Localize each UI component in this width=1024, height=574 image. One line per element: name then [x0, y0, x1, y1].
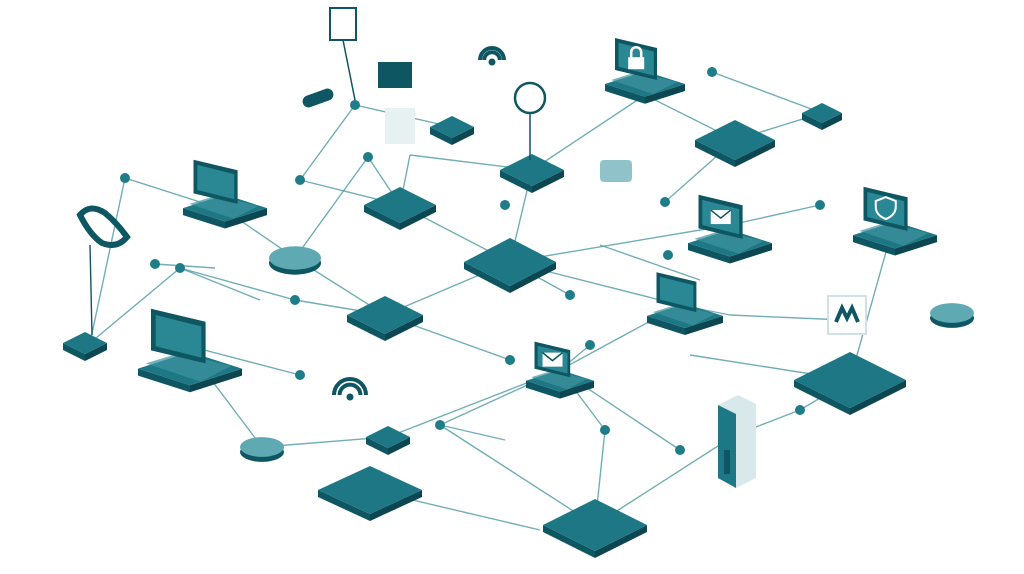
wifi-icon [332, 377, 368, 401]
node-dot [435, 420, 445, 430]
small-node [430, 116, 474, 145]
link-line [154, 263, 216, 269]
link-line [179, 267, 296, 301]
node-dot [500, 200, 510, 210]
router-search [500, 154, 564, 193]
small-node [802, 103, 842, 130]
link-line [89, 267, 181, 344]
node-dot [585, 340, 595, 350]
keyboard-icon [859, 222, 929, 246]
keyboard-icon [531, 370, 588, 390]
node-dot [795, 405, 805, 415]
network-devices [63, 7, 974, 558]
keyboard-icon [189, 195, 259, 219]
node-dot [660, 197, 670, 207]
node-dot [663, 250, 673, 260]
usb-stick-icon [302, 88, 334, 108]
blur-device [600, 160, 632, 182]
screen [659, 276, 694, 308]
link-line [179, 267, 261, 301]
lock-icon [628, 57, 645, 70]
link-line [599, 244, 701, 281]
pin-icon [513, 81, 547, 160]
keyboard-icon [652, 304, 716, 326]
small-node [366, 426, 410, 455]
link-line [299, 104, 356, 181]
link-line [89, 177, 126, 344]
laptop-mail [688, 194, 772, 264]
laptop-mail-center [526, 341, 594, 399]
link-line [711, 71, 823, 114]
keyboard-icon [611, 72, 677, 94]
node-dot [295, 370, 305, 380]
node-dot [505, 355, 515, 365]
switch [695, 120, 775, 167]
link-line [531, 94, 646, 171]
node-dot [175, 263, 185, 273]
server-tower-icon [718, 395, 756, 488]
node-dot [600, 425, 610, 435]
node-dot [350, 100, 360, 110]
node-dot [565, 290, 575, 300]
link-line [294, 156, 369, 259]
link-line [439, 424, 596, 526]
people-icon [76, 205, 131, 336]
link-line [729, 314, 846, 321]
laptop [183, 159, 267, 229]
node-dot [363, 152, 373, 162]
link-line [729, 204, 821, 226]
keyboard-device [318, 466, 422, 521]
node-dot [815, 200, 825, 210]
screen [155, 315, 202, 358]
node-dot [675, 445, 685, 455]
small-node [63, 332, 107, 361]
router-center [464, 238, 556, 293]
router-antenna [347, 296, 423, 341]
link-line [439, 424, 506, 441]
keyboard-bottom [543, 499, 647, 558]
screen [197, 164, 235, 200]
disk-node-icon [240, 437, 284, 462]
laptop-large [138, 308, 242, 393]
wifi-icon [478, 46, 506, 66]
sign-icon [329, 7, 357, 101]
node-dot [120, 173, 130, 183]
link-line [509, 224, 731, 263]
disk-node-icon [269, 246, 321, 275]
envelope-sign-icon [827, 295, 867, 335]
laptop-window [647, 272, 723, 336]
chart-sign-icon [378, 62, 412, 88]
shield-icon [874, 195, 897, 221]
link-line [594, 434, 736, 526]
router-fingerprint [794, 352, 906, 415]
router [364, 187, 436, 230]
node-dot [707, 67, 717, 77]
keyboard-icon [145, 353, 232, 382]
node-dot [295, 175, 305, 185]
blur-cylinder [385, 108, 415, 144]
keyboard-icon [694, 230, 764, 254]
node-dot [290, 295, 300, 305]
monitor-shield [853, 186, 937, 256]
node-dot [150, 259, 160, 269]
monitor-lock [605, 38, 685, 104]
disk-node-icon [930, 303, 974, 328]
network-nodes [120, 67, 825, 455]
